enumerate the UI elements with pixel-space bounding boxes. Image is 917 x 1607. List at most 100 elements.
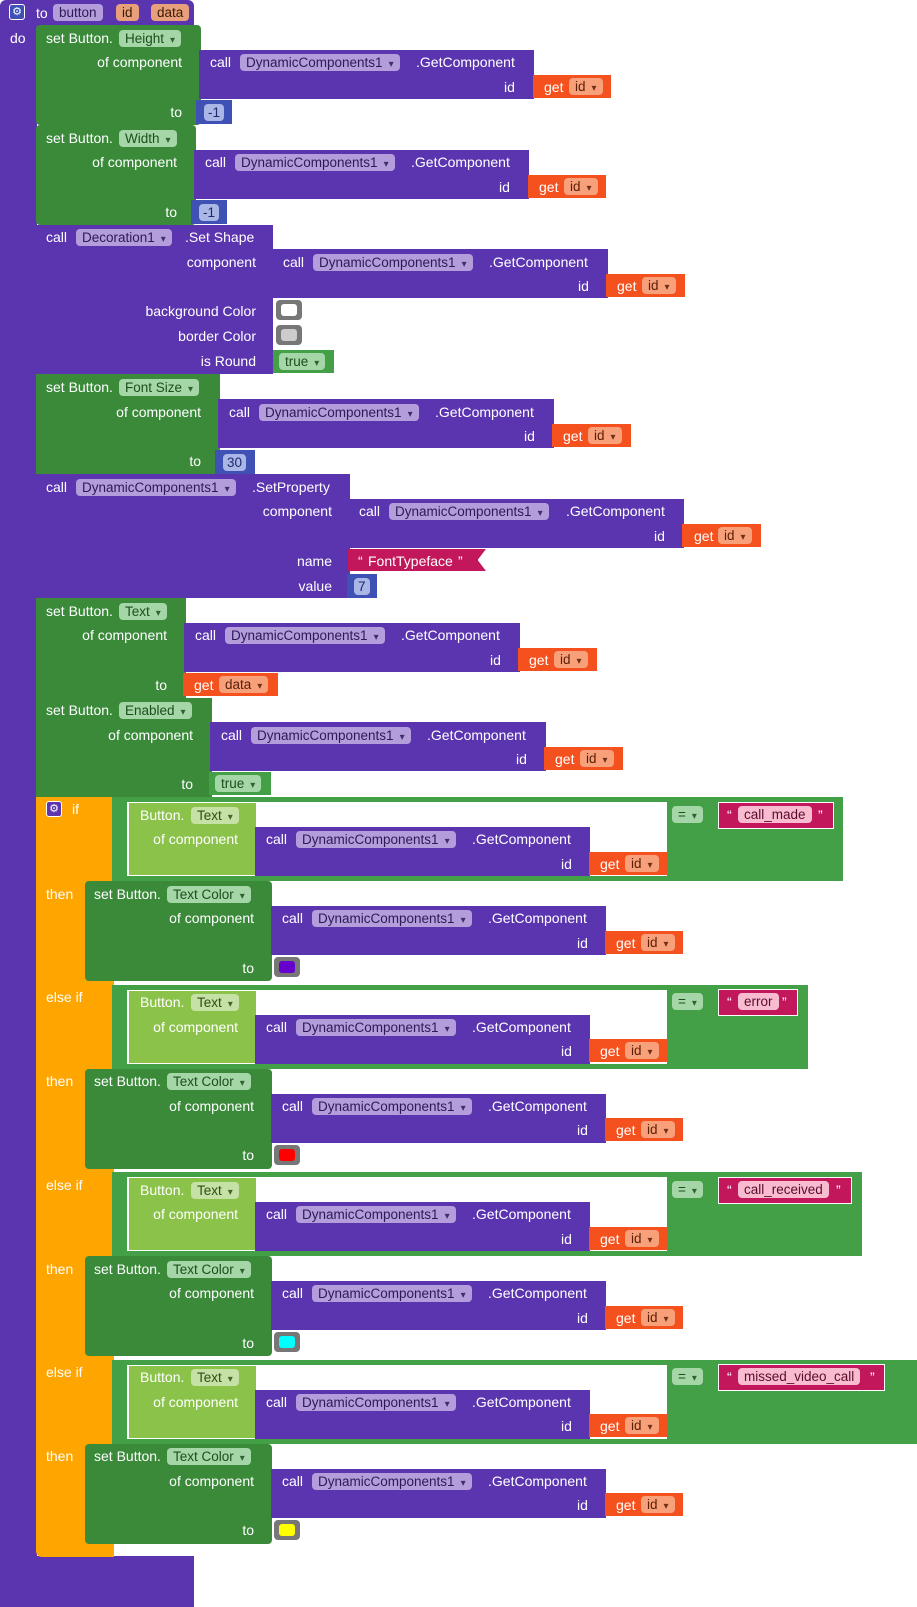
getter-text-dropdown[interactable]: Text (191, 994, 239, 1011)
of-component-label: of component (169, 1098, 254, 1114)
equals-dropdown[interactable]: = (672, 806, 703, 823)
component-dropdown[interactable]: DynamicComponents1 (235, 154, 395, 171)
param-id[interactable]: id (116, 4, 139, 21)
call-label: call (46, 479, 68, 495)
data-var-dropdown[interactable]: data (219, 676, 269, 693)
id-var-dropdown[interactable]: id (642, 277, 676, 294)
gear-icon[interactable]: ⚙ (9, 4, 25, 20)
condition-text-value[interactable]: error (738, 993, 779, 1010)
getcomponent-label: .GetComponent (435, 404, 534, 420)
component-dropdown[interactable]: DynamicComponents1 (312, 1285, 472, 1302)
then-label: then (46, 1073, 74, 1089)
to-label: to (242, 1147, 254, 1163)
id-var-dropdown[interactable]: id (554, 651, 588, 668)
set-button-label: set Button. (46, 30, 113, 46)
param-data[interactable]: data (151, 4, 190, 21)
set-property-label: .SetProperty (252, 479, 330, 495)
call-label: call (266, 1019, 288, 1035)
component-dropdown[interactable]: DynamicComponents1 (296, 831, 456, 848)
component-dropdown[interactable]: DynamicComponents1 (313, 254, 473, 271)
text-color-dropdown[interactable]: Text Color (167, 1073, 251, 1090)
id-var-dropdown[interactable]: id (588, 427, 622, 444)
component-dropdown[interactable]: DynamicComponents1 (312, 1098, 472, 1115)
enabled-dropdown[interactable]: Enabled (119, 702, 192, 719)
color-fill (279, 1336, 295, 1348)
id-var-dropdown[interactable]: id (718, 527, 752, 544)
width-value[interactable]: -1 (199, 204, 220, 221)
component-dropdown[interactable]: DynamicComponents1 (296, 1206, 456, 1223)
set-shape-block[interactable] (36, 225, 273, 374)
component-dropdown[interactable]: DynamicComponents1 (312, 1473, 472, 1490)
get-label: get (563, 428, 583, 444)
set-button-label: set Button. (46, 130, 113, 146)
getter-text-dropdown[interactable]: Text (191, 807, 239, 824)
component-dropdown[interactable]: DynamicComponents1 (259, 404, 419, 421)
text-color-dropdown[interactable]: Text Color (167, 1261, 251, 1278)
enabled-value-dropdown[interactable]: true (215, 775, 262, 792)
width-dropdown[interactable]: Width (119, 130, 177, 147)
component-dropdown[interactable]: DynamicComponents1 (251, 727, 411, 744)
text-color-dropdown[interactable]: Text Color (167, 1448, 251, 1465)
call-label: call (205, 154, 227, 170)
get-label: get (194, 677, 214, 693)
component-dropdown[interactable]: DynamicComponents1 (312, 910, 472, 927)
get-label: get (616, 1310, 636, 1326)
red-color-swatch[interactable] (274, 1145, 300, 1165)
quote-close: ” (870, 1369, 875, 1385)
getter-text-dropdown[interactable]: Text (191, 1369, 239, 1386)
height-dropdown[interactable]: Height (119, 30, 182, 47)
id-var-dropdown[interactable]: id (625, 1230, 659, 1247)
gear-icon[interactable]: ⚙ (46, 801, 62, 817)
id-label: id (561, 856, 572, 872)
id-label: id (577, 1310, 588, 1326)
is-round-label: is Round (200, 353, 256, 369)
component-dropdown[interactable]: DynamicComponents1 (296, 1019, 456, 1036)
do-label: do (10, 30, 26, 46)
background-color-swatch[interactable] (276, 300, 302, 320)
else-if-label: else if (46, 1177, 83, 1193)
yellow-color-swatch[interactable] (274, 1520, 300, 1540)
id-var-dropdown[interactable]: id (564, 178, 598, 195)
value-label: value (298, 578, 332, 594)
id-var-dropdown[interactable]: id (569, 78, 603, 95)
id-var-dropdown[interactable]: id (625, 1417, 659, 1434)
decoration-dropdown[interactable]: Decoration1 (76, 229, 172, 246)
condition-text-value[interactable]: call_made (738, 806, 812, 823)
string-tail (472, 549, 486, 571)
border-color-swatch[interactable] (276, 325, 302, 345)
font-size-dropdown[interactable]: Font Size (119, 379, 200, 396)
call-label: call (221, 727, 243, 743)
id-var-dropdown[interactable]: id (641, 1309, 675, 1326)
equals-dropdown[interactable]: = (672, 1181, 703, 1198)
component-dropdown[interactable]: DynamicComponents1 (240, 54, 400, 71)
text-color-dropdown[interactable]: Text Color (167, 886, 251, 903)
text-dropdown[interactable]: Text (119, 603, 167, 620)
height-value[interactable]: -1 (204, 104, 225, 121)
property-value[interactable]: 7 (354, 578, 370, 595)
set-shape-label: .Set Shape (185, 229, 255, 245)
procedure-name-field[interactable]: button (53, 4, 103, 21)
call-label: call (282, 1098, 304, 1114)
id-label: id (561, 1043, 572, 1059)
component-dropdown[interactable]: DynamicComponents1 (76, 479, 236, 496)
getter-text-dropdown[interactable]: Text (191, 1182, 239, 1199)
cyan-color-swatch[interactable] (274, 1332, 300, 1352)
id-var-dropdown[interactable]: id (625, 1042, 659, 1059)
font-typeface-value[interactable]: FontTypeface (368, 553, 453, 569)
purple-color-swatch[interactable] (274, 957, 300, 977)
component-dropdown[interactable]: DynamicComponents1 (389, 503, 549, 520)
condition-text-value[interactable]: call_received (738, 1181, 829, 1198)
equals-dropdown[interactable]: = (672, 993, 703, 1010)
id-var-dropdown[interactable]: id (641, 1496, 675, 1513)
equals-dropdown[interactable]: = (672, 1368, 703, 1385)
component-dropdown[interactable]: DynamicComponents1 (225, 627, 385, 644)
id-var-dropdown[interactable]: id (641, 1121, 675, 1138)
condition-text-value[interactable]: missed_video_call (738, 1368, 861, 1385)
font-size-value[interactable]: 30 (223, 454, 247, 471)
is-round-dropdown[interactable]: true (279, 353, 326, 370)
component-dropdown[interactable]: DynamicComponents1 (296, 1394, 456, 1411)
id-var-dropdown[interactable]: id (625, 855, 659, 872)
text-string-block[interactable] (348, 549, 478, 571)
id-var-dropdown[interactable]: id (641, 934, 675, 951)
id-var-dropdown[interactable]: id (580, 750, 614, 767)
